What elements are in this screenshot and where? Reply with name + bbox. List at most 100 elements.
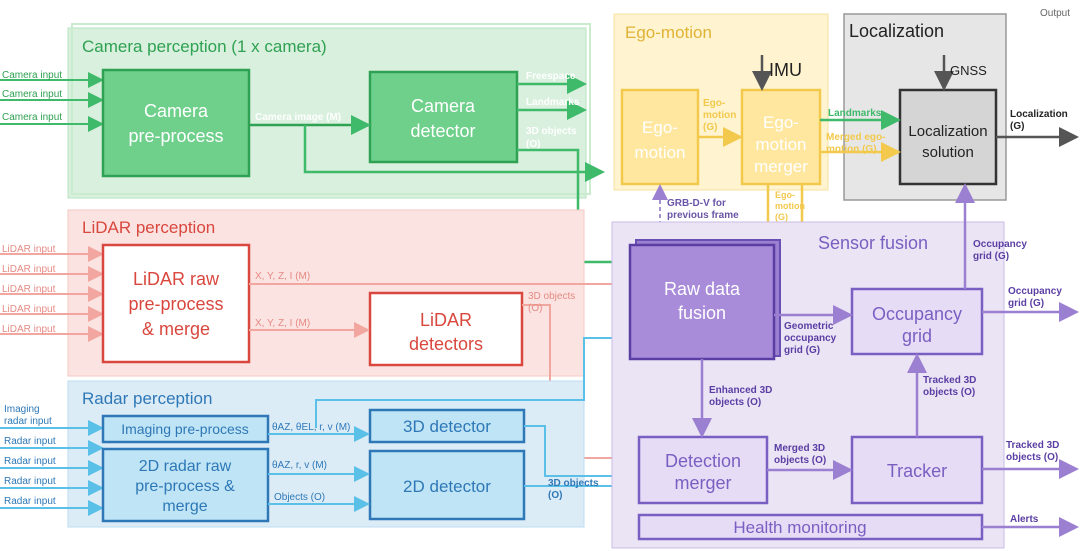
- tracker-label: Tracker: [887, 461, 947, 481]
- merged-ego-motion-label: motion (G): [826, 144, 877, 155]
- camera-detector-label: detector: [410, 121, 475, 141]
- lidar-input-label: LiDAR input: [2, 264, 56, 275]
- occupancy-output-label: Occupancy: [1008, 286, 1062, 297]
- camera-detector-block: [368, 70, 519, 164]
- camera-3d-objects-label: 3D objects: [526, 126, 577, 137]
- lidar-detectors-label: detectors: [409, 334, 483, 354]
- occupancy-grid-block: [850, 287, 984, 356]
- lidar-preprocess-block: [101, 243, 251, 364]
- lidar-input-label: LiDAR input: [2, 244, 56, 255]
- lidar-input-label: LiDAR input: [2, 284, 56, 295]
- lidar-preprocess-label: pre-process: [128, 294, 223, 314]
- ego-motion-down-label: motion: [775, 201, 805, 211]
- radar-input-label: Radar input: [4, 436, 56, 447]
- tracked-3d-objects-label: objects (O): [923, 387, 975, 398]
- lidar-input-label: LiDAR input: [2, 304, 56, 315]
- ego-motion-down-label: Ego-: [775, 190, 795, 200]
- health-monitoring-label: Health monitoring: [733, 518, 866, 537]
- grb-label: GRB-D-V for: [667, 198, 726, 209]
- radar-raw-label: pre-process &: [135, 478, 235, 495]
- raw-data-fusion-label: fusion: [678, 303, 726, 323]
- ego-motion-merger-label: Ego-: [763, 113, 799, 132]
- radar-perception-title: Radar perception: [82, 389, 212, 408]
- localization-output-label: (G): [1010, 121, 1024, 132]
- ego-motion-down-label: (G): [775, 212, 788, 222]
- lidar-3d-objects-label: 3D objects: [528, 291, 575, 302]
- alerts-label: Alerts: [1010, 514, 1039, 525]
- ego-motion-label: motion: [634, 143, 685, 162]
- camera-perception-title: Camera perception (1 x camera): [82, 37, 327, 56]
- localization-output-label: Localization: [1010, 109, 1068, 120]
- ego-motion-block: [620, 88, 700, 186]
- radar-2d-detector-block: [368, 449, 526, 521]
- enhanced-3d-objects-label: objects (O): [709, 397, 761, 408]
- output-label: Output: [1040, 8, 1070, 19]
- camera-input-label: Camera input: [2, 112, 62, 123]
- radar-objects-label: Objects (O): [274, 492, 325, 503]
- radar-inputs: Imaging radar input Radar input Radar in…: [0, 404, 104, 516]
- sensor-fusion-title: Sensor fusion: [818, 233, 928, 253]
- ego-motion-g-label: Ego-: [703, 98, 725, 109]
- radar-input-label: Radar input: [4, 476, 56, 487]
- occupancy-grid-label: Occupancy: [872, 304, 962, 324]
- ego-motion-g-label: motion: [703, 110, 736, 121]
- radar-3d-objects-label: (O): [548, 490, 562, 501]
- geometric-occupancy-label: Geometric: [784, 321, 834, 332]
- ego-motion-label: Ego-: [642, 118, 678, 137]
- radar-input-label: Imaging: [4, 404, 40, 415]
- tracked-output-label: Tracked 3D: [1006, 440, 1059, 451]
- ego-motion-merger-label: motion: [755, 135, 806, 154]
- imu-label: IMU: [769, 60, 802, 80]
- tracked-output-label: objects (O): [1006, 452, 1058, 463]
- localization-solution-label: Localization: [908, 123, 987, 140]
- lidar-perception-title: LiDAR perception: [82, 218, 215, 237]
- radar-input-label: Radar input: [4, 456, 56, 467]
- radar-3d-objects-label: 3D objects: [548, 478, 599, 489]
- lidar-preprocess-label: LiDAR raw: [133, 269, 220, 289]
- radar-input-label: Radar input: [4, 496, 56, 507]
- geometric-occupancy-label: occupancy: [784, 333, 837, 344]
- camera-image-label: Camera image (M): [255, 112, 341, 123]
- landmarks-output-label: Landmarks: [526, 97, 580, 108]
- detection-merger-label: merger: [674, 473, 731, 493]
- merged-3d-objects-label: Merged 3D: [774, 443, 825, 454]
- camera-input-label: Camera input: [2, 89, 62, 100]
- theta-az-label: θAZ, r, v (M): [272, 460, 327, 471]
- ego-motion-g-label: (G): [703, 122, 717, 133]
- radar-input-label: radar input: [4, 416, 52, 427]
- camera-detector-label: Camera: [411, 96, 476, 116]
- occupancy-grid-label: grid: [902, 326, 932, 346]
- detection-merger-label: Detection: [665, 451, 741, 471]
- radar-raw-label: merge: [162, 498, 207, 515]
- lidar-preprocess-label: & merge: [142, 319, 210, 339]
- merged-3d-objects-label: objects (O): [774, 455, 826, 466]
- ego-motion-title: Ego-motion: [625, 23, 712, 42]
- ego-motion-merger-label: merger: [754, 157, 808, 176]
- camera-preprocess-block: [101, 68, 251, 178]
- occupancy-up-label: Occupancy: [973, 239, 1027, 250]
- localization-title: Localization: [849, 21, 944, 41]
- localization-solution-label: solution: [922, 144, 974, 161]
- radar-2d-detector-label: 2D detector: [403, 477, 491, 496]
- occupancy-up-label: grid (G): [973, 251, 1009, 262]
- lidar-detectors-block: [368, 291, 524, 367]
- occupancy-output-label: grid (G): [1008, 298, 1044, 309]
- camera-inputs: Camera input Camera input Camera input: [0, 70, 104, 132]
- radar-3d-detector-block: [368, 408, 526, 444]
- tracked-3d-objects-label: Tracked 3D: [923, 375, 976, 386]
- geometric-occupancy-label: grid (G): [784, 345, 820, 356]
- camera-preprocess-label: pre-process: [128, 126, 223, 146]
- camera-3d-objects-label: (O): [526, 139, 540, 150]
- camera-input-label: Camera input: [2, 70, 62, 81]
- landmarks-label: Landmarks: [828, 108, 882, 119]
- radar-raw-label: 2D radar raw: [139, 458, 232, 475]
- radar-3d-detector-label: 3D detector: [403, 417, 491, 436]
- raw-data-fusion-label: Raw data: [664, 279, 741, 299]
- lidar-xyzi-label-2: X, Y, Z, I (M): [255, 318, 310, 329]
- raw-data-fusion-block: [628, 243, 776, 361]
- lidar-xyzi-label: X, Y, Z, I (M): [255, 271, 310, 282]
- camera-preprocess-label: Camera: [144, 101, 209, 121]
- theta-az-el-label: θAZ, θEL, r, v (M): [272, 422, 350, 433]
- health-monitoring-block: [637, 513, 984, 541]
